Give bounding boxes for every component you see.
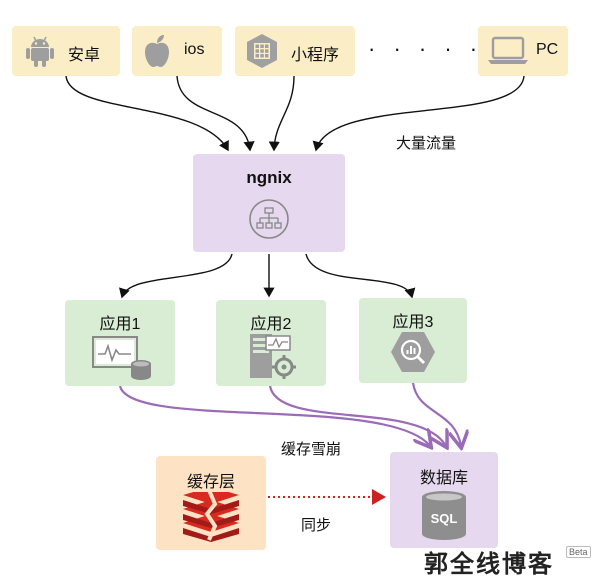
app-label: 应用2: [250, 316, 292, 333]
svg-text:SQL: SQL: [431, 511, 458, 526]
arrow-android-to-ngnix: [65, 75, 229, 152]
client-android: 安卓: [12, 26, 120, 76]
arrow-app1-to-db: [118, 385, 430, 446]
arrow-miniprogram-to-ngnix: [268, 75, 295, 152]
app-node-2: 应用2: [216, 300, 326, 386]
arrow-app3-to-db: [411, 382, 461, 446]
avalanche-label: 缓存雪崩: [281, 441, 342, 458]
client-mini-program: 小程序: [235, 26, 355, 76]
arrow-app2-to-db: [268, 385, 446, 446]
client-label: ios: [184, 41, 205, 58]
client-label: 安卓: [68, 47, 101, 64]
arrow-ngnix-to-app1: [119, 253, 233, 299]
client-ios: ios: [132, 26, 222, 76]
arrow-pc-to-ngnix: [312, 75, 525, 152]
sql-database-icon: SQL: [422, 491, 466, 540]
app-node-1: 应用1: [65, 300, 175, 386]
traffic-label: 大量流量: [396, 135, 457, 152]
redis-icon: [183, 492, 239, 542]
monitor-database-icon: [92, 336, 151, 380]
database-node: 数据库 SQL: [390, 452, 498, 548]
app-node-3: 应用3: [359, 298, 467, 383]
apple-icon: [145, 35, 169, 67]
cache-label: 缓存层: [186, 474, 235, 491]
client-label: PC: [536, 41, 559, 58]
arrow-ios-to-ngnix: [176, 75, 255, 152]
beta-badge: Beta: [566, 546, 591, 558]
android-icon: [26, 36, 54, 67]
cache-node: 缓存层: [156, 456, 266, 550]
app-label: 应用1: [99, 316, 141, 333]
analytics-hexagon-icon: [391, 332, 435, 372]
client-label: 小程序: [291, 47, 340, 64]
ngnix-label: ngnix: [246, 168, 292, 187]
sync-label: 同步: [301, 517, 332, 534]
ngnix-node: ngnix: [193, 154, 345, 252]
arrow-ngnix-to-app3: [305, 253, 416, 299]
server-config-icon: [250, 334, 296, 379]
client-pc: PC: [478, 26, 568, 76]
load-balancer-icon: [249, 199, 289, 239]
mini-program-icon: [247, 34, 277, 68]
blog-watermark: 郭全线博客: [424, 549, 554, 578]
laptop-icon: [488, 36, 528, 64]
app-label: 应用3: [392, 314, 434, 331]
database-label: 数据库: [419, 470, 468, 487]
